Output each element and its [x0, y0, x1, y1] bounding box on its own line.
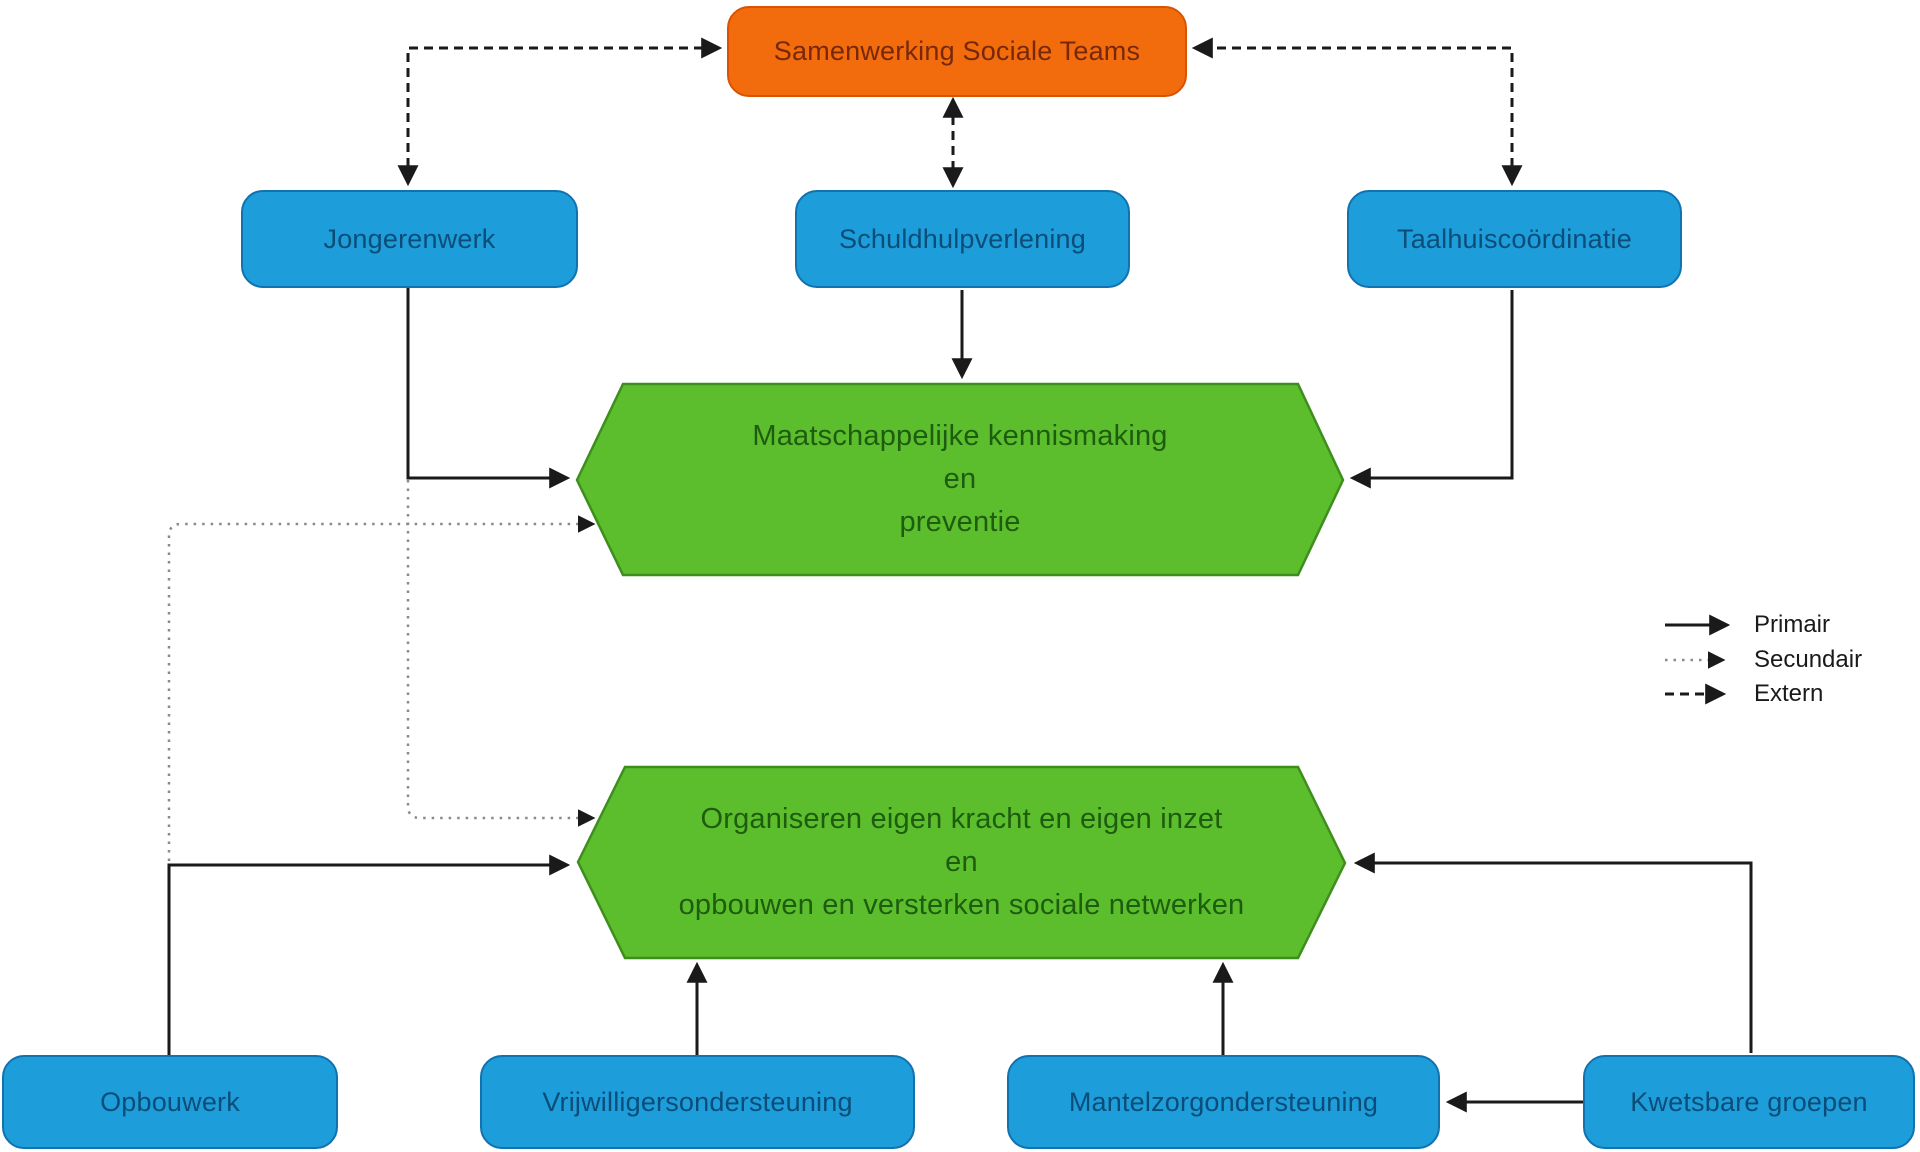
- legend-item-secundair: Secundair: [1754, 646, 1863, 673]
- node-opbouwerk-label: Opbouwerk: [100, 1086, 240, 1117]
- node-kwetsbare-groepen-label: Kwetsbare groepen: [1630, 1086, 1868, 1117]
- node-schuldhulpverlening: Schuldhulpverlening: [795, 190, 1130, 288]
- node-samenwerking-label: Samenwerking Sociale Teams: [773, 36, 1141, 66]
- kennismaking-line-3: preventie: [899, 506, 1021, 538]
- node-vrijwilligersondersteuning-label: Vrijwilligersondersteuning: [542, 1086, 853, 1117]
- node-vrijwilligersondersteuning: Vrijwilligersondersteuning: [480, 1055, 915, 1149]
- edge-primair-jongerenwerk-kennismaking: [406, 288, 571, 489]
- node-jongerenwerk: Jongerenwerk: [241, 190, 578, 288]
- node-mantelzorgondersteuning: Mantelzorgondersteuning: [1007, 1055, 1440, 1149]
- edge-primair-opbouwerk-organiseren: [167, 854, 571, 1055]
- edge-primair-taalhuiscoordinatie-kennismaking: [1349, 290, 1514, 489]
- node-opbouwerk: Opbouwerk: [2, 1055, 338, 1149]
- legend-item-extern: Extern: [1754, 680, 1824, 707]
- node-kennismaking-label: Maatschappelijke kennismaking en prevent…: [577, 384, 1343, 575]
- kennismaking-line-2: en: [943, 463, 977, 495]
- node-organiseren-label: Organiseren eigen kracht en eigen inzet …: [578, 767, 1345, 958]
- edge-extern-samenwerking-jongerenwerk: [397, 37, 723, 187]
- organiseren-line-3: opbouwen en versterken sociale netwerken: [678, 889, 1245, 921]
- legend-item-primair: Primair: [1754, 611, 1830, 638]
- kennismaking-line-1: Maatschappelijke kennismaking: [752, 420, 1168, 452]
- organiseren-line-1: Organiseren eigen kracht en eigen inzet: [700, 803, 1223, 835]
- node-kwetsbare-groepen: Kwetsbare groepen: [1583, 1055, 1915, 1149]
- node-taalhuiscoordinatie: Taalhuiscoördinatie: [1347, 190, 1682, 288]
- edge-extern-samenwerking-taalhuiscoordinatie: [1191, 37, 1523, 187]
- node-mantelzorgondersteuning-label: Mantelzorgondersteuning: [1068, 1086, 1379, 1117]
- node-schuldhulpverlening-label: Schuldhulpverlening: [839, 223, 1086, 254]
- node-samenwerking-sociale-teams: Samenwerking Sociale Teams: [727, 6, 1187, 97]
- edge-primair-kwetsbare-groepen-organiseren: [1353, 852, 1753, 1053]
- node-organiseren-shape: [576, 765, 1347, 960]
- node-taalhuiscoordinatie-label: Taalhuiscoördinatie: [1397, 223, 1632, 254]
- edge-secundair-jongerenwerk-organiseren: [406, 480, 596, 827]
- node-kennismaking-shape: [575, 382, 1345, 577]
- organiseren-line-2: en: [945, 846, 978, 878]
- edge-secundair-opbouwerk-kennismaking: [167, 515, 596, 861]
- node-jongerenwerk-label: Jongerenwerk: [323, 223, 496, 254]
